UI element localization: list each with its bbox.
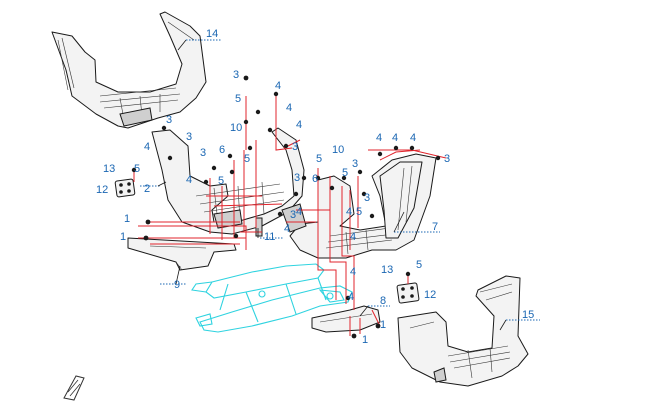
callout-14: 14: [206, 28, 218, 40]
callout-5: 5: [134, 163, 140, 175]
callout-5: 5: [218, 175, 224, 187]
callout-leaders: [140, 39, 540, 331]
part-12-pad-left: [114, 178, 136, 198]
callout-4: 4: [410, 132, 416, 144]
callout-7: 7: [432, 221, 438, 233]
callout-1: 1: [124, 213, 130, 225]
callout-9: 9: [174, 279, 180, 291]
callout-4: 4: [144, 141, 150, 153]
callout-3: 3: [233, 69, 239, 81]
callout-2: 2: [144, 183, 150, 195]
doc-corner-icon: [63, 375, 85, 401]
callout-4: 4: [296, 119, 302, 131]
callout-4: 4: [348, 291, 354, 303]
callout-5: 5: [416, 259, 422, 271]
fasteners: [131, 75, 441, 339]
callout-3: 3: [186, 131, 192, 143]
callout-13: 13: [381, 264, 393, 276]
callout-12: 12: [424, 289, 436, 301]
callout-3: 3: [290, 209, 296, 221]
callout-3: 3: [166, 114, 172, 126]
callout-4: 4: [296, 206, 302, 218]
callout-4: 4: [284, 223, 290, 235]
callout-13: 13: [103, 163, 115, 175]
callout-10: 10: [230, 122, 242, 134]
part-7-floorboard: [281, 153, 437, 259]
callout-4: 4: [286, 102, 292, 114]
callout-labels: 14 3 4 5 4 3 10 4 3 4 3 6 5 3 13 5 2 4 5…: [96, 28, 534, 346]
callout-11: 11: [264, 231, 275, 243]
callout-3: 3: [444, 153, 450, 165]
callout-5: 5: [316, 153, 322, 165]
frame-reference: [191, 263, 353, 333]
callout-12: 12: [96, 184, 108, 196]
callout-8: 8: [380, 295, 386, 307]
callout-4: 4: [350, 266, 356, 278]
callout-1: 1: [362, 334, 368, 346]
callout-4: 4: [392, 132, 398, 144]
callout-3: 3: [200, 147, 206, 159]
callout-5: 5: [342, 167, 348, 179]
callout-3: 3: [292, 141, 298, 153]
callout-5: 5: [244, 153, 250, 165]
callout-5: 5: [356, 206, 362, 218]
callout-5: 5: [235, 93, 241, 105]
callout-10: 10: [332, 144, 344, 156]
part-15-floorboard: [397, 275, 529, 387]
callout-4: 4: [275, 80, 281, 92]
callout-1: 1: [120, 231, 126, 243]
callout-4: 4: [376, 132, 382, 144]
part-9-rail: [127, 237, 237, 271]
callout-3: 3: [364, 192, 370, 204]
callout-4: 4: [350, 231, 356, 243]
callout-1: 1: [380, 319, 386, 331]
part-14-floorboard: [51, 11, 207, 129]
part-2-floorboard: [151, 127, 305, 235]
part-12-pad-right: [396, 282, 420, 304]
callout-3: 3: [352, 158, 358, 170]
callout-4: 4: [186, 174, 192, 186]
callout-6: 6: [312, 173, 318, 185]
part-8-bracket: [311, 305, 381, 333]
callout-6: 6: [219, 144, 225, 156]
callout-15: 15: [522, 309, 534, 321]
part-11-clip: [255, 217, 263, 237]
callout-3: 3: [294, 172, 300, 184]
callout-4: 4: [346, 206, 352, 218]
